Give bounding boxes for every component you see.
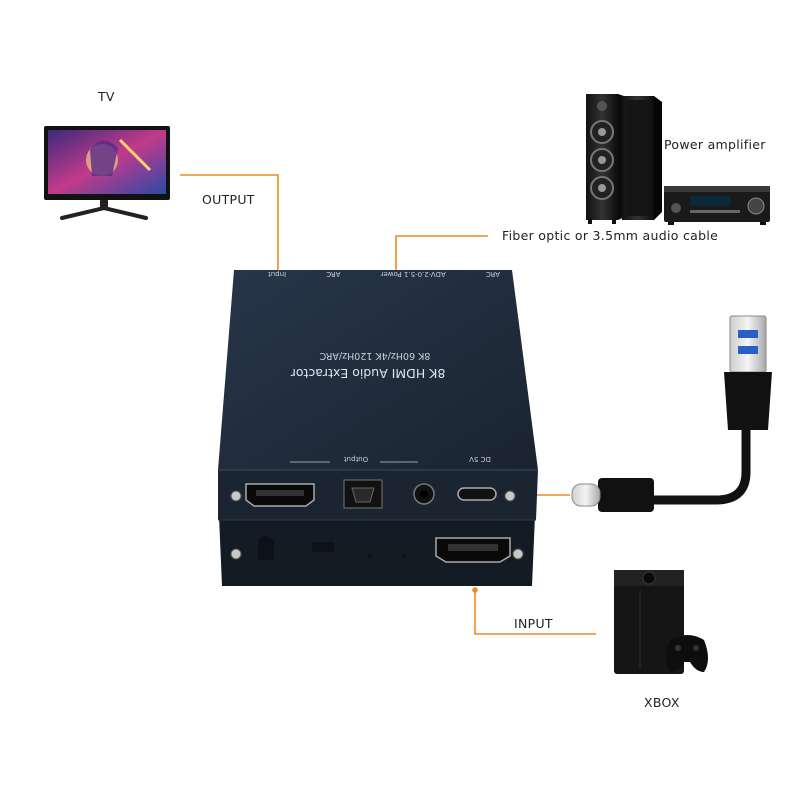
audio-jack-port bbox=[413, 483, 435, 505]
power-amplifier-label: Power amplifier bbox=[664, 137, 766, 152]
device-label-input: Input bbox=[268, 270, 287, 278]
gamepad-icon bbox=[666, 635, 708, 672]
hdmi-input-port bbox=[435, 537, 511, 563]
xbox-label: XBOX bbox=[644, 695, 680, 710]
device-top-face bbox=[218, 270, 538, 470]
tv-monitor-icon bbox=[44, 126, 170, 220]
audio-extractor-device bbox=[218, 270, 538, 586]
device-label-arc: ARC bbox=[326, 270, 341, 278]
device-dc-label: DC 5V bbox=[469, 455, 491, 463]
tower-speaker-icon bbox=[586, 94, 662, 224]
audio-cable-label: Fiber optic or 3.5mm audio cable bbox=[502, 228, 719, 243]
hdmi-output-port bbox=[245, 483, 315, 507]
input-connector-line bbox=[474, 590, 596, 635]
screw-icon bbox=[230, 490, 524, 560]
device-title: 8K HDMI Audio Extractor bbox=[290, 366, 446, 381]
input-label: INPUT bbox=[514, 616, 553, 631]
device-output-label: Output bbox=[343, 455, 369, 463]
device-label-arc-right: ARC bbox=[485, 270, 500, 278]
output-label: OUTPUT bbox=[202, 192, 255, 207]
tv-label: TV bbox=[98, 89, 115, 104]
usb-cable-icon bbox=[571, 315, 772, 512]
device-spec: 8K 60Hz/4K 120Hz/ARC bbox=[319, 350, 431, 361]
amplifier-icon bbox=[664, 186, 770, 225]
device-label-adv: ADV-2.0-5.1 Power bbox=[380, 270, 446, 278]
usb-c-port bbox=[457, 487, 497, 501]
device-top-labels: ARC ADV-2.0-5.1 Power ARC Input bbox=[268, 270, 500, 278]
xbox-console-icon bbox=[614, 570, 684, 674]
optical-port bbox=[343, 479, 383, 509]
side-emboss-marks bbox=[258, 536, 406, 560]
